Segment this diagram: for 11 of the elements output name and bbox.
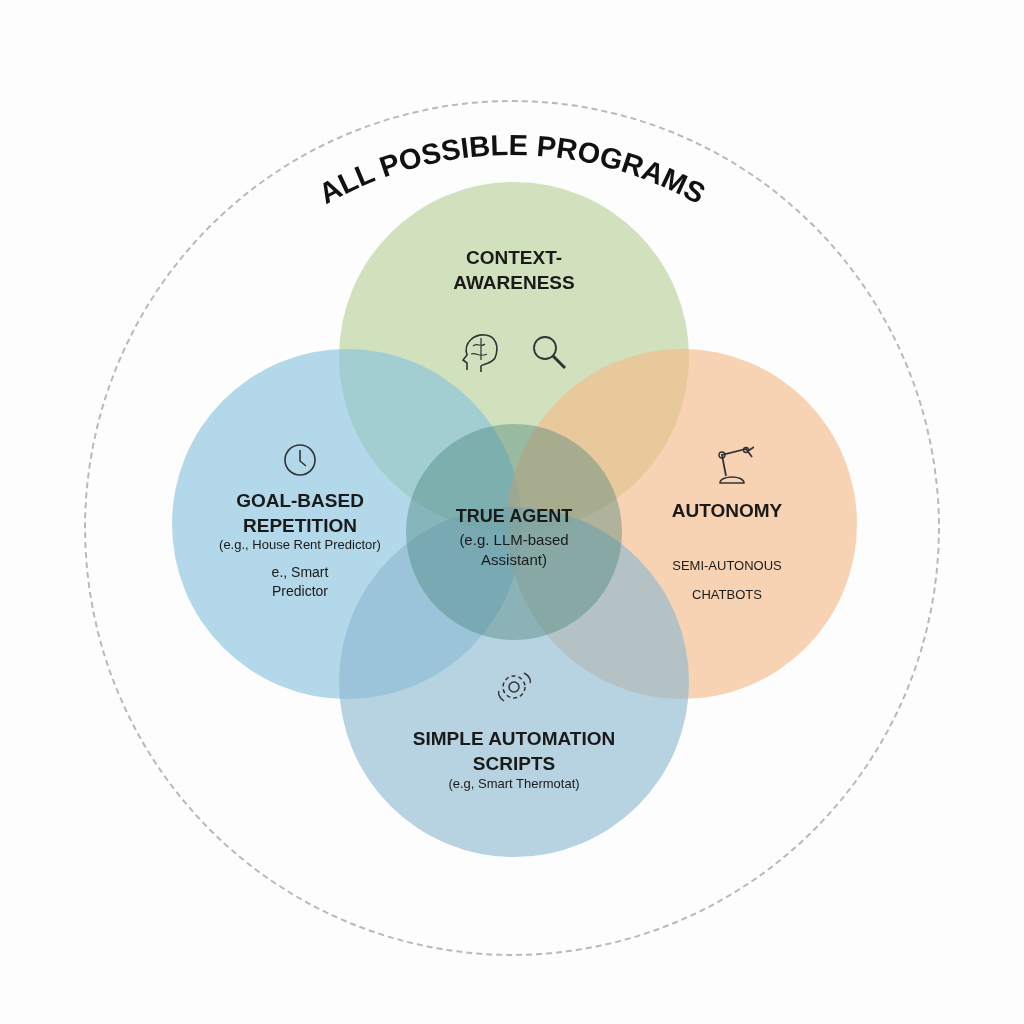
circle-heading: GOAL-BASED REPETITION — [235, 489, 365, 538]
example-text: (e.g, Smart Thermotat) — [447, 776, 581, 792]
circle-heading: AUTONOMY — [670, 499, 784, 523]
example-text: SEMI-AUTONOUS CHATBOTS — [671, 557, 783, 604]
example-text: (e.g. LLM-based Assistant) — [458, 530, 570, 571]
example-text: e., Smart Predictor — [270, 563, 330, 601]
example-text: (e.g., House Rent Predictor) — [218, 537, 382, 553]
dashed-boundary-circle — [84, 100, 940, 956]
circle-heading: CONTEXT-AWARENESS — [452, 246, 576, 295]
circle-heading: TRUE AGENT — [454, 506, 574, 528]
circle-heading: SIMPLE AUTOMATION SCRIPTS — [411, 727, 617, 776]
